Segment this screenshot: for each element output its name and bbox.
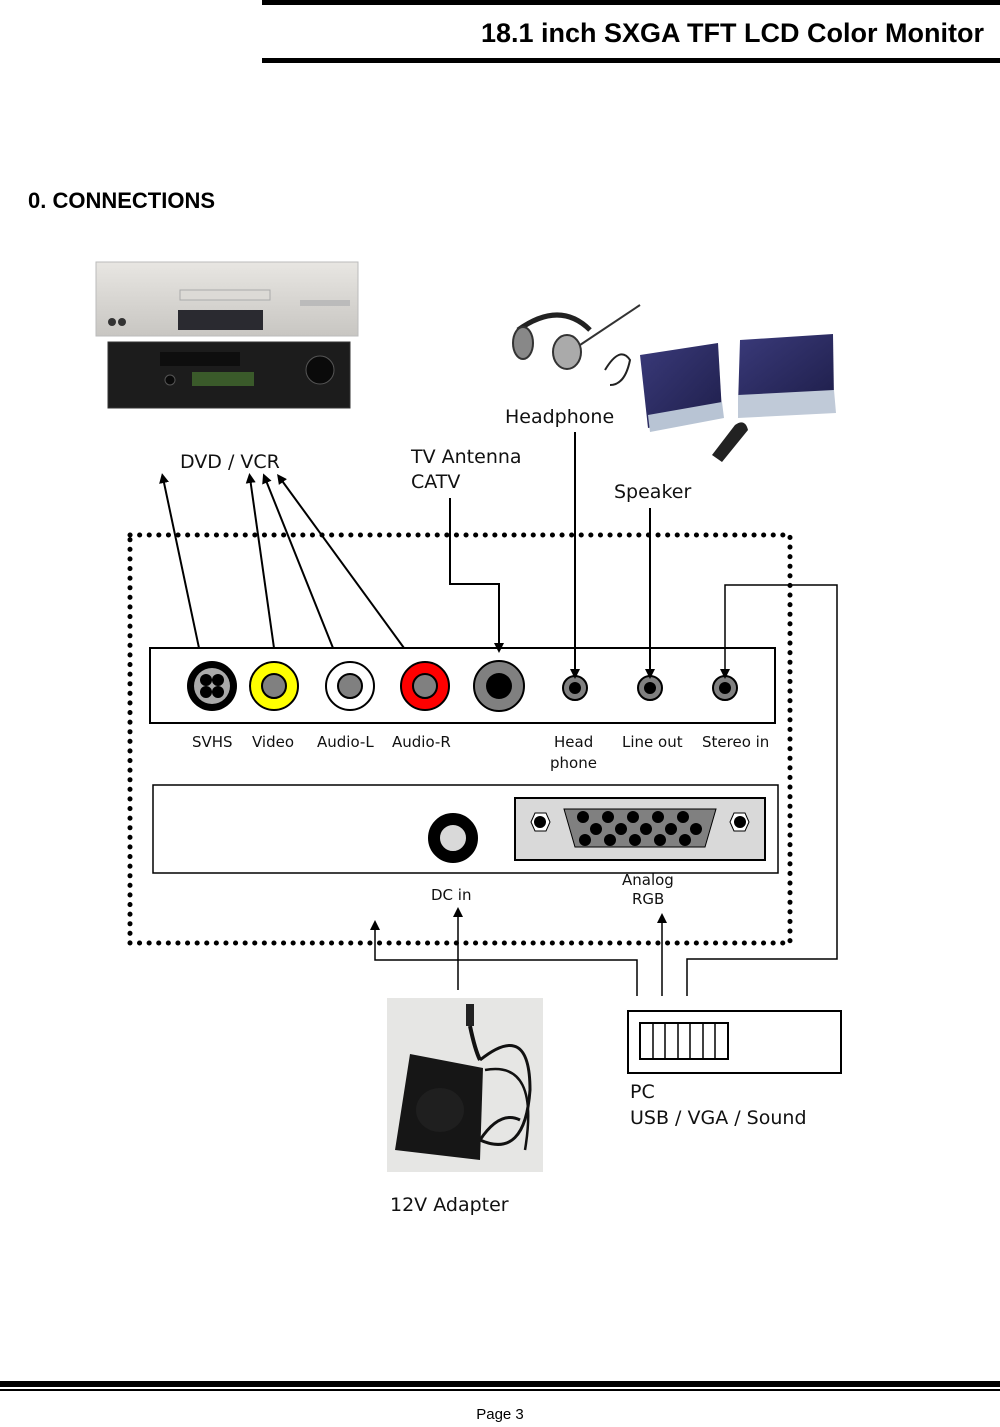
header-rule-top [262, 0, 1000, 5]
pc-label-line1: PC [630, 1081, 655, 1103]
tv-antenna-jack[interactable] [473, 660, 525, 712]
audio-l-jack[interactable] [325, 661, 375, 711]
headphone-port-label-line1: Head [554, 733, 593, 751]
video-jack[interactable] [249, 661, 299, 711]
headphone-label: Headphone [505, 406, 614, 428]
dvd-vcr-label: DVD / VCR [180, 451, 280, 473]
dvd-vcr-cables [159, 473, 405, 649]
pc-box [627, 1010, 842, 1074]
tv-antenna-label-line1: TV Antenna [410, 446, 522, 468]
adapter-photo [387, 998, 543, 1172]
monitor-boundary [127, 532, 793, 946]
adapter-label: 12V Adapter [390, 1194, 509, 1216]
dc-in-label: DC in [431, 886, 471, 904]
line-out-jack[interactable] [637, 675, 663, 701]
pc-usb-cable [370, 920, 638, 996]
headphone-jack[interactable] [562, 675, 588, 701]
section-title: 0. CONNECTIONS [28, 188, 216, 213]
page-number: Page 3 [476, 1406, 524, 1423]
svhs-jack[interactable] [187, 661, 237, 711]
dvd-vcr-photo [95, 261, 359, 409]
video-label: Video [252, 733, 294, 751]
av-connector-panel [149, 647, 776, 724]
headphone-photo [512, 304, 641, 386]
audio-r-jack[interactable] [400, 661, 450, 711]
pc-label-line2: USB / VGA / Sound [630, 1107, 807, 1129]
stereo-in-jack[interactable] [712, 675, 738, 701]
speaker-label: Speaker [614, 481, 691, 503]
analog-rgb-label-line1: Analog [622, 871, 674, 889]
document-title: 18.1 inch SXGA TFT LCD Color Monitor [480, 18, 984, 48]
stereo-in-label: Stereo in [702, 733, 769, 751]
tv-antenna-label-line2: CATV [411, 471, 460, 493]
pc-sound-cable [686, 584, 838, 996]
audio-l-label: Audio-L [317, 733, 374, 751]
svhs-label: SVHS [192, 733, 233, 751]
header-rule-bottom [262, 58, 1000, 63]
analog-rgb-label-line2: RGB [632, 890, 664, 908]
speaker-photo [640, 334, 836, 462]
vga-connector[interactable] [514, 797, 766, 861]
dc-in-jack[interactable] [428, 813, 478, 863]
footer-rule-thick [0, 1381, 1000, 1387]
audio-r-label: Audio-R [392, 733, 451, 751]
tv-antenna-cable [449, 498, 504, 653]
footer-rule-thin [0, 1389, 1000, 1391]
headphone-port-label-line2: phone [550, 754, 597, 772]
pc-port-block [639, 1022, 729, 1060]
line-out-label: Line out [622, 733, 683, 751]
